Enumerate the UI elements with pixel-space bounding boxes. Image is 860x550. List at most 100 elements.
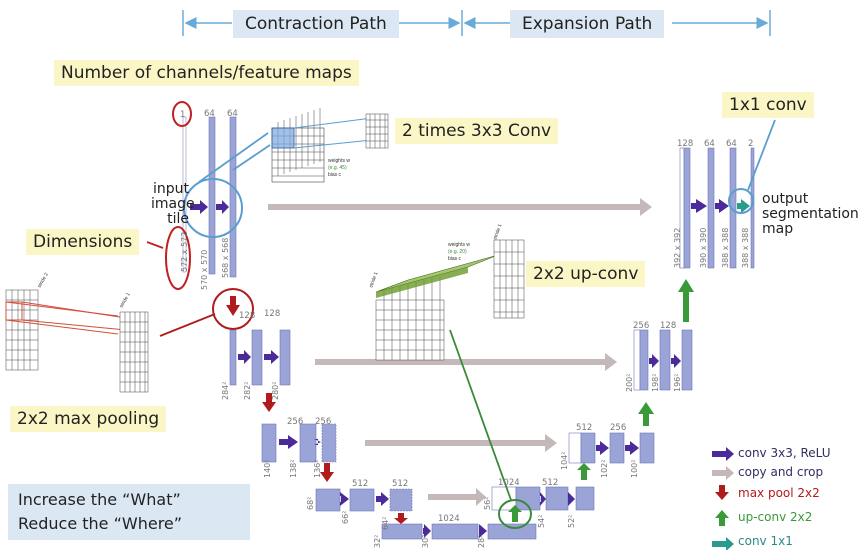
- output-label-line: output: [762, 191, 809, 207]
- dim-label: 102²: [600, 460, 609, 478]
- dim-label: 572 x 572: [180, 232, 189, 272]
- upconv-stride-text-2: stride 1: [492, 223, 503, 241]
- legend-item: max pool 2x2: [712, 486, 820, 500]
- upconv-kernel-inset: weights w (e.g. 20) bias c stride 1 stri…: [368, 223, 525, 361]
- dim-label: 56²: [483, 497, 492, 510]
- legend-item: conv 3x3, ReLU: [712, 446, 831, 460]
- maxpool-callout: 2x2 max pooling: [10, 406, 167, 432]
- channel-label: 64: [227, 109, 238, 119]
- channel-label: 256: [287, 417, 303, 427]
- dim-label: 64²: [381, 517, 390, 530]
- channel-label: 1024: [498, 478, 520, 488]
- conv1x1-callout: 1x1 conv: [722, 92, 814, 118]
- dim-label: 568 x 568: [221, 238, 230, 278]
- channel-label: 64: [726, 139, 737, 149]
- dim-label: 28²: [477, 535, 486, 548]
- conv-bias-text: bias c: [328, 172, 342, 178]
- conv-kernel-inset: weights w (e.g. 45) bias c: [271, 108, 389, 183]
- channel-label: 512: [352, 479, 368, 489]
- arrow-right-icon: [712, 537, 734, 550]
- channel-label: 128: [239, 311, 255, 321]
- what-where-box: Increase the “What” Reduce the “Where”: [8, 484, 250, 540]
- channel-label: 128: [264, 309, 280, 319]
- output-label-line: map: [762, 221, 794, 237]
- max-pool-arrows: [226, 296, 408, 524]
- legend-item: up-conv 2x2: [712, 510, 812, 524]
- input-label-line: image: [151, 196, 195, 212]
- conv-highlight-circle: [183, 178, 243, 238]
- channel-label: 256: [633, 321, 649, 331]
- legend-label: copy and crop: [738, 465, 824, 479]
- input-channel-circle: [172, 101, 192, 127]
- channel-label: 128: [677, 139, 693, 149]
- conv1x1-circle: [728, 188, 754, 214]
- channel-label: 1: [180, 110, 185, 120]
- dim-label: 30²: [421, 535, 430, 548]
- conv-example-text: (e.g. 45): [328, 165, 347, 171]
- dim-label: 198²: [651, 374, 660, 392]
- channel-label: 64: [204, 109, 215, 119]
- channel-label: 1024: [438, 514, 460, 524]
- dim-label: 388 x 388: [741, 228, 750, 268]
- upconv-example-text: (e.g. 20): [448, 249, 467, 255]
- legend-label: conv 3x3, ReLU: [738, 446, 831, 460]
- channel-label: 256: [315, 417, 331, 427]
- upconv-weights-text: weights w: [448, 242, 470, 248]
- copy-crop-arrows: [268, 198, 652, 506]
- conv-1x1-arrow: [737, 199, 750, 213]
- input-label-line: input: [152, 181, 189, 197]
- channel-label: 256: [610, 423, 626, 433]
- dim-label: 390 x 390: [699, 228, 708, 268]
- output-map-label: output segmentation map: [762, 192, 859, 237]
- dim-label: 282²: [243, 382, 252, 400]
- dim-label: 136²: [313, 460, 322, 478]
- dim-label: 570 x 570: [200, 250, 209, 290]
- maxpool-inset: stride 2 stride 1: [5, 272, 149, 393]
- dim-label: 140²: [263, 460, 272, 478]
- upconv-stride-text: stride 1: [368, 271, 379, 289]
- arrow-right-icon: [712, 466, 734, 480]
- dim-label: 104²: [560, 452, 569, 470]
- channel-label: 512: [392, 479, 408, 489]
- input-label-line: tile: [167, 211, 189, 227]
- conv-callout: 2 times 3x3 Conv: [395, 118, 559, 144]
- legend-item: copy and crop: [712, 465, 823, 479]
- dimensions-circle: [165, 226, 191, 290]
- legend-icons: [712, 447, 734, 550]
- maxpool-stride1-text: stride 1: [119, 292, 133, 309]
- up-conv-arrows: [508, 279, 694, 522]
- arrow-right-icon: [712, 447, 734, 461]
- dim-label: 32²: [373, 535, 382, 548]
- upconv-highlight-circle: [498, 499, 532, 529]
- legend-item: conv 1x1: [712, 534, 793, 548]
- dim-label: 200²: [625, 374, 634, 392]
- output-label-line: segmentation: [762, 206, 859, 222]
- upconv-callout: 2x2 up-conv: [526, 261, 646, 287]
- dim-label: 52²: [567, 515, 576, 528]
- contraction-path-label: Contraction Path: [233, 10, 399, 38]
- dimension-labels: 572 x 572 570 x 570 568 x 568 284² 282² …: [180, 228, 750, 548]
- dim-label: 68²: [306, 497, 315, 510]
- dim-label: 280²: [271, 382, 280, 400]
- dim-label: 138²: [289, 460, 298, 478]
- channel-label: 128: [660, 321, 676, 331]
- maxpool-stride2-text: stride 2: [37, 272, 51, 289]
- legend-label: max pool 2x2: [738, 486, 820, 500]
- pool-highlight-circle: [212, 288, 254, 330]
- channels-callout: Number of channels/feature maps: [54, 60, 359, 86]
- upconv-bias-text: bias c: [448, 256, 462, 262]
- conv-weights-text: weights w: [328, 158, 350, 164]
- dim-label: 196²: [673, 374, 682, 392]
- channel-label: 512: [576, 423, 592, 433]
- channel-label: 2: [748, 139, 753, 149]
- dim-label: 100²: [630, 460, 639, 478]
- dim-label: 54²: [537, 515, 546, 528]
- dim-label: 392 x 392: [673, 228, 682, 268]
- legend-label: up-conv 2x2: [738, 510, 813, 524]
- arrow-up-icon: [715, 510, 729, 526]
- where-line: Reduce the “Where”: [18, 514, 183, 533]
- conv-arrows: [190, 199, 729, 538]
- input-tile-label: input image tile: [151, 181, 195, 227]
- channel-label: 512: [542, 478, 558, 488]
